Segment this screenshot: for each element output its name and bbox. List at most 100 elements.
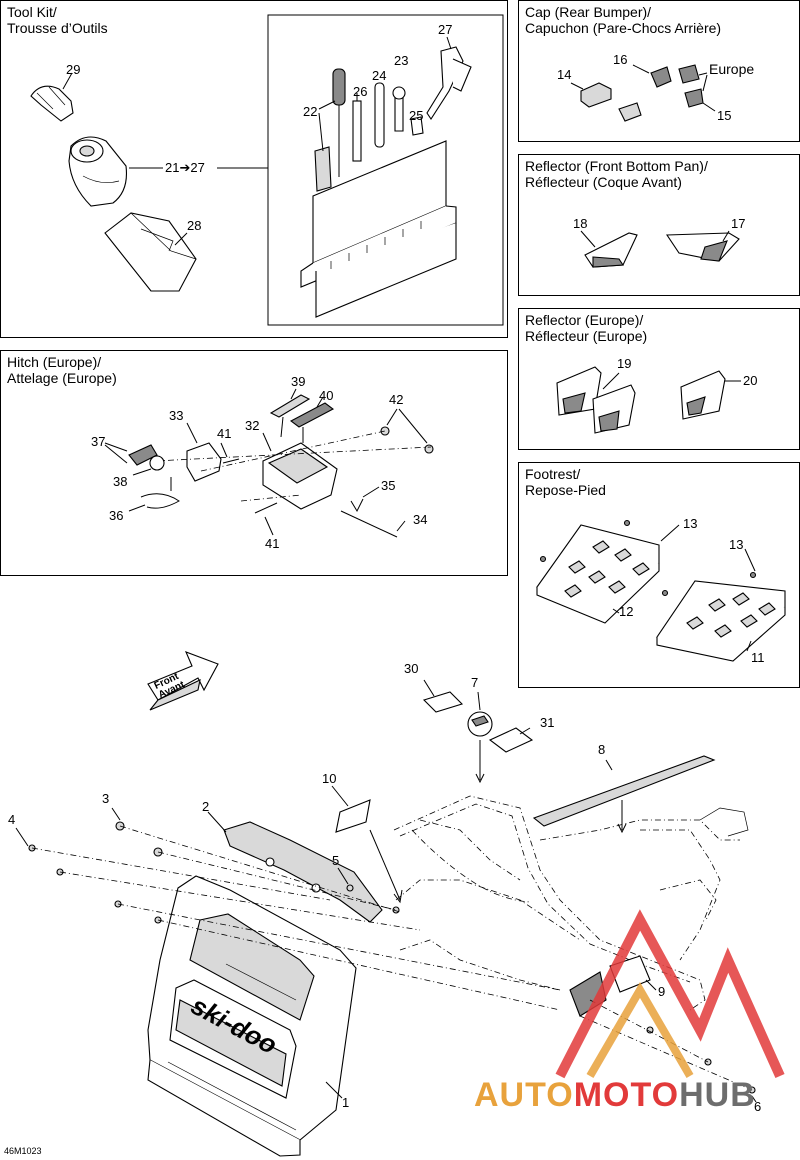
callout: 10 xyxy=(322,771,337,786)
callout: 22 xyxy=(303,104,318,119)
footrest-panel: Footrest/ Repose-Pied 13 13 12 11 xyxy=(518,462,800,688)
cap-panel: Cap (Rear Bumper)/ Capuchon (Pare-Chocs … xyxy=(518,0,800,142)
callout: 32 xyxy=(245,418,260,433)
callout: 36 xyxy=(109,508,124,523)
callout: 41 xyxy=(265,536,280,551)
decal-10 xyxy=(335,799,371,833)
reflector-europe-panel: Reflector (Europe)/ Réflecteur (Europe) … xyxy=(518,308,800,450)
panel-title: Footrest/ Repose-Pied xyxy=(525,466,606,498)
reflector-europe-drawing xyxy=(556,366,741,434)
callout: 13 xyxy=(683,516,698,531)
callout: 9 xyxy=(658,984,666,999)
hitch-drawing xyxy=(104,388,434,538)
callout: 30 xyxy=(404,661,419,676)
hitch-pin-34 xyxy=(340,510,398,538)
callout: 17 xyxy=(731,216,746,231)
screwdriver-22 xyxy=(314,68,346,192)
logo-part-hub: HUB xyxy=(679,1076,756,1114)
callout: 13 xyxy=(729,537,744,552)
hitch-clip-35 xyxy=(350,498,364,513)
hitch-strip-39 xyxy=(269,394,311,418)
callout: 3 xyxy=(102,791,110,806)
cap-drawing xyxy=(570,64,716,122)
nut-5 xyxy=(346,884,354,892)
callout: 31 xyxy=(540,715,555,730)
hitch-clip-36 xyxy=(140,493,180,509)
callout: 2 xyxy=(202,799,210,814)
panel-title: Tool Kit/ Trousse d’Outils xyxy=(7,4,108,36)
callout: 41 xyxy=(217,426,232,441)
tool-kit-panel: Tool Kit/ Trousse d’Outils xyxy=(0,0,508,338)
cap-16 xyxy=(650,66,672,88)
tool-board xyxy=(300,140,457,318)
tool-kit-contents-box xyxy=(267,14,504,326)
callout: 11 xyxy=(751,650,765,665)
hitch-bracket-32 xyxy=(262,432,338,510)
callout: 5 xyxy=(332,853,340,868)
footrest-drawing xyxy=(536,519,786,662)
callout: 4 xyxy=(8,812,16,827)
callout: 42 xyxy=(389,392,404,407)
callout: 33 xyxy=(169,408,184,423)
callout: 40 xyxy=(319,388,334,403)
panel-title: Hitch (Europe)/ Attelage (Europe) xyxy=(7,354,117,386)
callout: 18 xyxy=(573,216,588,231)
decal-31 xyxy=(488,727,534,753)
hitch-strip-40 xyxy=(289,402,335,428)
callout: 37 xyxy=(91,434,106,449)
logo-part-auto: AUTO xyxy=(474,1076,574,1114)
bar-8 xyxy=(532,755,716,827)
tool-kit-pouch xyxy=(68,136,268,207)
callout: 21➔27 xyxy=(165,160,205,175)
watermark-logo-text: AUTOMOTOHUB xyxy=(474,1076,756,1115)
panel-title: Cap (Rear Bumper)/ Capuchon (Pare-Chocs … xyxy=(525,4,722,36)
callout: 27 xyxy=(438,22,453,37)
footrest-11 xyxy=(656,548,786,662)
hitch-latch-37 xyxy=(104,442,165,476)
cap-14 xyxy=(580,82,612,108)
callout: 34 xyxy=(413,512,428,527)
tool-26 xyxy=(352,93,362,162)
panel-title: Reflector (Front Bottom Pan)/ Réflecteur… xyxy=(525,158,708,190)
tool-kit-drawing xyxy=(30,14,504,326)
callout: 19 xyxy=(617,356,632,371)
tool-25 xyxy=(410,116,424,136)
callout: 28 xyxy=(187,218,202,233)
drawing-code: 46M1023 xyxy=(4,1146,42,1156)
logo-part-moto: MOTO xyxy=(573,1076,680,1114)
tool-kit-clip-29 xyxy=(30,72,74,122)
panel-title: Reflector (Europe)/ Réflecteur (Europe) xyxy=(525,312,648,344)
callout: 6 xyxy=(754,1099,762,1114)
hitch-nut-42 xyxy=(380,426,390,436)
hitch-panel: Hitch (Europe)/ Attelage (Europe) xyxy=(0,350,508,576)
callout: 12 xyxy=(619,604,634,619)
tunnel-frame xyxy=(393,795,749,1011)
callout: 7 xyxy=(471,675,479,690)
callout: 1 xyxy=(342,1095,350,1110)
tool-24 xyxy=(374,82,385,148)
callout: 16 xyxy=(613,52,628,67)
callout: 20 xyxy=(743,373,758,388)
callout: 14 xyxy=(557,67,572,82)
pliers-27 xyxy=(426,36,472,121)
callout: 25 xyxy=(409,108,424,123)
callout: 26 xyxy=(353,84,368,99)
footrest-12 xyxy=(536,524,680,624)
reflector-front-panel: Reflector (Front Bottom Pan)/ Réflecteur… xyxy=(518,154,800,296)
watermark-logo-mark xyxy=(555,909,785,1079)
hitch-bolt-41 xyxy=(222,458,240,464)
callout: 29 xyxy=(66,62,81,77)
tool-kit-tray-28 xyxy=(104,212,197,292)
callout: 23 xyxy=(394,53,409,68)
callout: 8 xyxy=(598,742,606,757)
callout: 24 xyxy=(372,68,387,83)
rear-bracket-2 xyxy=(207,811,383,923)
callout: 15 xyxy=(717,108,732,123)
front-arrow xyxy=(147,651,219,711)
hitch-plate-33 xyxy=(186,422,222,482)
callout: 35 xyxy=(381,478,396,493)
reflector-front-drawing xyxy=(580,230,740,268)
callout: 39 xyxy=(291,374,306,389)
europe-note: Europe xyxy=(709,61,755,77)
